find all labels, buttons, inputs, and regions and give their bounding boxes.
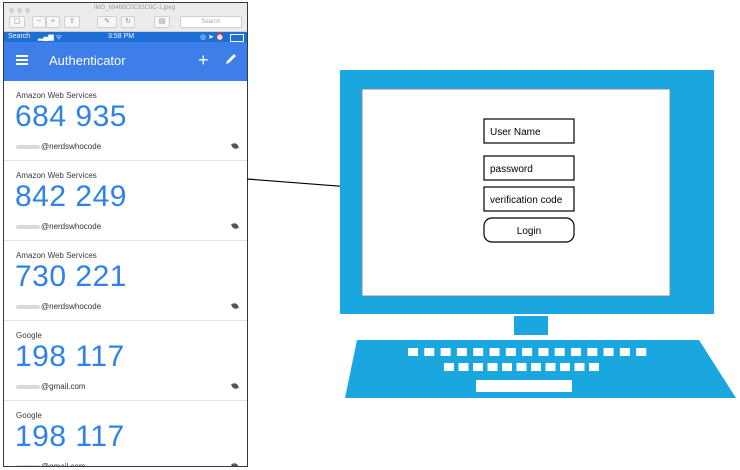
signal-icon: ▂▄▆ ᯤ [38, 34, 63, 41]
keyboard-key [531, 363, 541, 371]
keyboard-key [571, 348, 581, 356]
keyboard-key [603, 348, 614, 356]
email-suffix: @gmail.com [41, 462, 86, 467]
keyboard-key [545, 363, 556, 371]
monitor-stand [514, 316, 548, 335]
keyboard-key [554, 348, 565, 356]
share-icon[interactable]: ⇧ [64, 16, 80, 28]
email-suffix: @nerdswhocode [41, 302, 102, 311]
keyboard-key [574, 363, 585, 371]
zoom-in-icon[interactable]: + [46, 16, 60, 28]
keyboard-key [560, 363, 570, 371]
keyboard-key [487, 363, 498, 371]
issuer-label: Amazon Web Services [16, 91, 97, 100]
otp-code: 198 117 [15, 340, 125, 373]
status-icons: ◎ ➤ ⏰ [200, 34, 225, 41]
zoom-dot[interactable] [25, 8, 30, 13]
keyboard-key [505, 348, 516, 356]
menu-icon[interactable] [16, 55, 28, 65]
account-email: @nerdswhocode [16, 302, 101, 311]
markup-icon[interactable]: ✎ [97, 16, 117, 28]
redacted-text [16, 144, 40, 149]
login-button-label: Login [517, 226, 541, 237]
edit-icon[interactable] [224, 52, 238, 66]
keyboard-key [473, 348, 484, 356]
username-field[interactable] [483, 118, 575, 144]
search-input[interactable]: Search [180, 16, 242, 28]
keyboard-key [516, 363, 527, 371]
app-bar: Authenticator + [4, 42, 247, 81]
zoom-out-icon[interactable]: − [32, 16, 46, 28]
keyboard-key [522, 348, 533, 356]
keyboard-key [538, 348, 549, 356]
keyboard-key [502, 363, 512, 371]
verification-code-field[interactable] [483, 186, 575, 212]
account-email: @nerdswhocode [16, 142, 101, 151]
keyboard-key [587, 348, 598, 356]
redacted-text [16, 224, 40, 229]
keyboard-keys [408, 348, 647, 371]
keyboard-key [458, 363, 469, 371]
keyboard-key [489, 348, 500, 356]
annotate-icon[interactable]: ▤ [154, 16, 170, 28]
keyboard [345, 340, 736, 398]
email-suffix: @gmail.com [41, 382, 86, 391]
account-email: @nerdswhocode [16, 222, 101, 231]
app-title: Authenticator [49, 53, 126, 68]
window-file-name: IMG_6946BC0C83C0C-1.jpeg [94, 5, 176, 11]
carrier-label: Search [8, 33, 31, 40]
issuer-label: Google [16, 411, 42, 420]
phone-screenshot: IMG_6946BC0C83C0C-1.jpeg ▢ − + ⇧ ✎ ↻ ▤ S… [3, 2, 248, 467]
otp-code: 842 249 [15, 180, 127, 213]
otp-code: 684 935 [15, 100, 127, 133]
issuer-label: Amazon Web Services [16, 251, 97, 260]
add-icon[interactable]: + [198, 50, 209, 70]
account-email: @gmail.com [16, 462, 86, 467]
keyboard-key [589, 363, 599, 371]
login-button[interactable] [483, 217, 575, 243]
keyboard-key [456, 348, 467, 356]
rotate-icon[interactable]: ↻ [121, 16, 135, 28]
minimize-dot[interactable] [17, 8, 22, 13]
email-suffix: @nerdswhocode [41, 222, 102, 231]
keyboard-key [440, 348, 451, 356]
window-toolbar: IMG_6946BC0C83C0C-1.jpeg ▢ − + ⇧ ✎ ↻ ▤ S… [4, 3, 247, 32]
clock: 3:58 PM [108, 33, 135, 40]
redacted-text [16, 384, 40, 389]
keyboard-key [473, 363, 483, 371]
battery-icon [230, 34, 244, 42]
redacted-text [16, 304, 40, 309]
issuer-label: Amazon Web Services [16, 171, 97, 180]
keyboard-key [408, 348, 418, 356]
issuer-label: Google [16, 331, 42, 340]
otp-code: 730 221 [15, 260, 127, 293]
keyboard-key [424, 348, 435, 356]
otp-code: 198 117 [15, 420, 125, 453]
keyboard-key [444, 363, 454, 371]
close-dot[interactable] [9, 8, 14, 13]
verification-code-label: verification code [490, 195, 563, 206]
redacted-text [16, 464, 40, 466]
password-label: password [490, 164, 533, 175]
keyboard-key [636, 348, 647, 356]
username-label: User Name [490, 127, 541, 138]
spacebar [476, 380, 572, 392]
login-form: User Name password verification code Log… [483, 118, 575, 243]
email-suffix: @nerdswhocode [41, 142, 102, 151]
keyboard-key [619, 348, 630, 356]
account-email: @gmail.com [16, 382, 86, 391]
sidebar-icon[interactable]: ▢ [9, 16, 25, 28]
status-bar: Search ▂▄▆ ᯤ 3:58 PM ◎ ➤ ⏰ [4, 32, 247, 42]
password-field[interactable] [483, 155, 575, 181]
